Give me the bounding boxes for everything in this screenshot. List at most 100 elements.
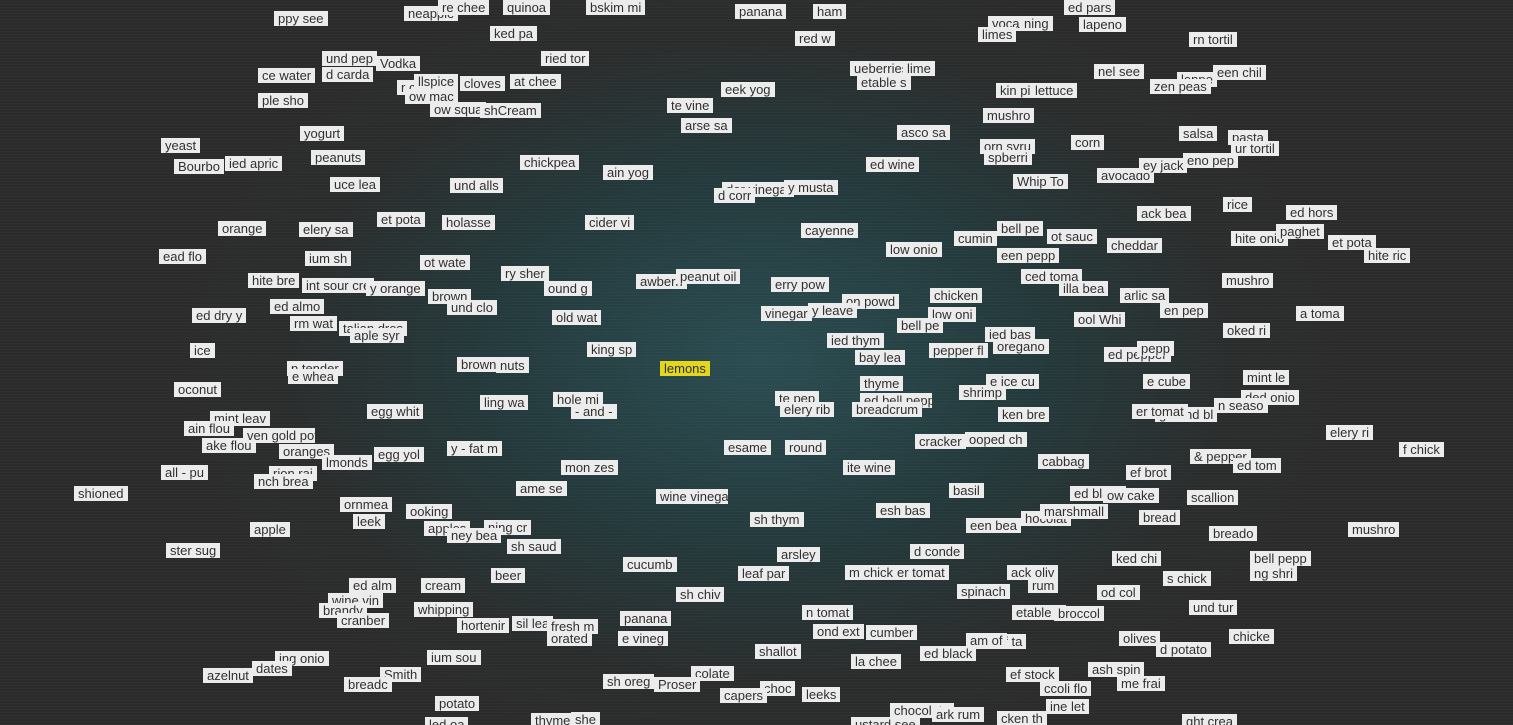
tag-label[interactable]: ling wa xyxy=(480,395,529,410)
tag-label[interactable]: sil lea xyxy=(512,616,554,631)
tag-label[interactable]: ot sauc xyxy=(1047,229,1097,244)
tag-label[interactable]: beer xyxy=(491,568,526,583)
tag-label[interactable]: ccoli flo xyxy=(1040,681,1092,696)
tag-label[interactable]: elery rib xyxy=(780,402,835,417)
tag-label[interactable]: een pepp xyxy=(997,248,1060,263)
tag-label[interactable]: fresh m xyxy=(547,619,599,634)
tag-label[interactable]: ef stock xyxy=(1006,667,1059,682)
tag-label[interactable]: quinoa xyxy=(503,0,551,15)
tag-label[interactable]: ot wate xyxy=(420,255,470,270)
tag-label[interactable]: et pota xyxy=(1328,235,1376,250)
tag-label[interactable]: elery sa xyxy=(299,222,353,237)
tag-label[interactable]: round xyxy=(785,440,827,455)
tag-label[interactable]: Proser xyxy=(654,677,701,692)
tag-label[interactable]: ium sou xyxy=(427,650,481,665)
tag-label[interactable]: red w xyxy=(795,31,835,46)
tag-label[interactable]: ried tor xyxy=(541,51,590,66)
tag-label[interactable]: spberri xyxy=(984,150,1032,165)
tag-label[interactable]: cream xyxy=(421,578,466,593)
tag-label[interactable]: lettuce xyxy=(1031,83,1078,98)
tag-label[interactable]: old wat xyxy=(552,310,602,325)
tag-label[interactable]: ustard see xyxy=(851,717,920,725)
tag-label[interactable]: corn xyxy=(1071,135,1105,150)
tag-label[interactable]: nch brea xyxy=(254,474,313,489)
tag-label[interactable]: bay lea xyxy=(855,350,905,365)
tag-label[interactable]: oranges xyxy=(279,444,334,459)
tag-label[interactable]: ead flo xyxy=(159,249,207,264)
tag-label[interactable]: ain flou xyxy=(184,421,234,436)
tag-label[interactable]: leeks xyxy=(802,687,841,702)
tag-label[interactable]: etable s xyxy=(857,75,911,90)
tag-label[interactable]: leaf par xyxy=(738,566,790,581)
tag-label[interactable]: apple xyxy=(250,522,290,537)
tag-label[interactable]: am of xyxy=(966,633,1007,648)
tag-label[interactable]: shioned xyxy=(74,486,128,501)
tag-label[interactable]: eek yog xyxy=(721,82,775,97)
tag-label[interactable]: esh bas xyxy=(876,503,930,518)
tag-label[interactable]: peanut oil xyxy=(676,269,741,284)
tag-label[interactable]: ed wine xyxy=(866,157,919,172)
tag-label[interactable]: king sp xyxy=(587,342,637,357)
tag-label[interactable]: azelnut xyxy=(203,668,253,683)
tag-label[interactable]: cucumb xyxy=(623,557,677,572)
tag-label[interactable]: arsley xyxy=(777,547,820,562)
tag-label[interactable]: ain yog xyxy=(603,165,653,180)
tag-label[interactable]: et pota xyxy=(377,212,425,227)
tag-label[interactable]: ster sug xyxy=(166,543,221,558)
tag-label[interactable]: ame se xyxy=(516,481,567,496)
tag-label[interactable]: ey jack xyxy=(1139,158,1188,173)
tag-label[interactable]: ice xyxy=(190,343,215,358)
tag-label[interactable]: pepper fl xyxy=(929,343,988,358)
tag-label[interactable]: ry sher xyxy=(501,266,549,281)
tag-label[interactable]: salsa xyxy=(1179,126,1218,141)
tag-label[interactable]: e vineg xyxy=(618,631,668,646)
tag-label[interactable]: ack oliv xyxy=(1007,565,1059,580)
tag-label[interactable]: uce lea xyxy=(330,177,380,192)
tag-label[interactable]: d conde xyxy=(910,544,965,559)
tag-label[interactable]: hole mi xyxy=(553,392,603,407)
tag-label[interactable]: Whip To xyxy=(1013,174,1068,189)
tag-label[interactable]: od col xyxy=(1097,585,1140,600)
tag-label[interactable]: ornmea xyxy=(340,497,393,512)
tag-label[interactable]: cumber xyxy=(866,625,918,640)
tag-label[interactable]: hite onio xyxy=(1231,231,1289,246)
tag-label[interactable]: shCream xyxy=(480,103,541,118)
tag-label[interactable]: paghet xyxy=(1276,224,1324,239)
tag-label[interactable]: limes xyxy=(978,27,1017,42)
tag-label[interactable]: thyme xyxy=(860,376,904,391)
tag-label[interactable]: ash spin xyxy=(1088,662,1145,677)
tag-label[interactable]: aple syr xyxy=(350,328,404,343)
tag-label[interactable]: ow mac xyxy=(405,89,458,104)
tag-label[interactable]: ound g xyxy=(544,281,592,296)
tag-label[interactable]: kin pi xyxy=(996,83,1035,98)
tag-label[interactable]: bskim mi xyxy=(586,0,646,15)
tag-label[interactable]: orated xyxy=(547,631,592,646)
tag-label[interactable]: ng shri xyxy=(1250,566,1298,581)
tag-label[interactable]: sh thym xyxy=(750,512,804,527)
tag-label[interactable]: bell pe xyxy=(897,318,944,333)
tag-label[interactable]: panana xyxy=(620,611,672,626)
tag-label[interactable]: ool Whi xyxy=(1074,312,1126,327)
tag-label[interactable]: mushro xyxy=(983,108,1035,123)
tag-label[interactable]: ur tortil xyxy=(1231,141,1279,156)
tag-label[interactable]: panana xyxy=(735,4,787,19)
tag-label[interactable]: ow cake xyxy=(1103,488,1159,503)
tag-label[interactable]: scallion xyxy=(1187,490,1239,505)
tag-label[interactable]: capers xyxy=(720,688,768,703)
tag-label[interactable]: y musta xyxy=(784,180,838,195)
tag-label[interactable]: - and - xyxy=(571,404,617,419)
tag-label[interactable]: nuts xyxy=(496,358,529,373)
tag-label[interactable]: lapeno xyxy=(1079,17,1127,32)
tag-label[interactable]: marshmall xyxy=(1040,504,1108,519)
tag-label[interactable]: und clo xyxy=(447,300,497,315)
tag-label[interactable]: een bea xyxy=(966,518,1021,533)
tag-label[interactable]: ney bea xyxy=(447,528,502,543)
tag-label[interactable]: a toma xyxy=(1296,306,1344,321)
tag-label[interactable]: cracker xyxy=(915,434,966,449)
tag-label[interactable]: er tomat xyxy=(1132,404,1188,419)
tag-label[interactable]: eno pep xyxy=(1183,153,1238,168)
tag-label[interactable]: breadcrum xyxy=(852,402,923,417)
tag-label[interactable]: egg yol xyxy=(374,447,424,462)
tag-label[interactable]: cranber xyxy=(337,613,390,628)
tag-label[interactable]: d carda xyxy=(322,67,374,82)
